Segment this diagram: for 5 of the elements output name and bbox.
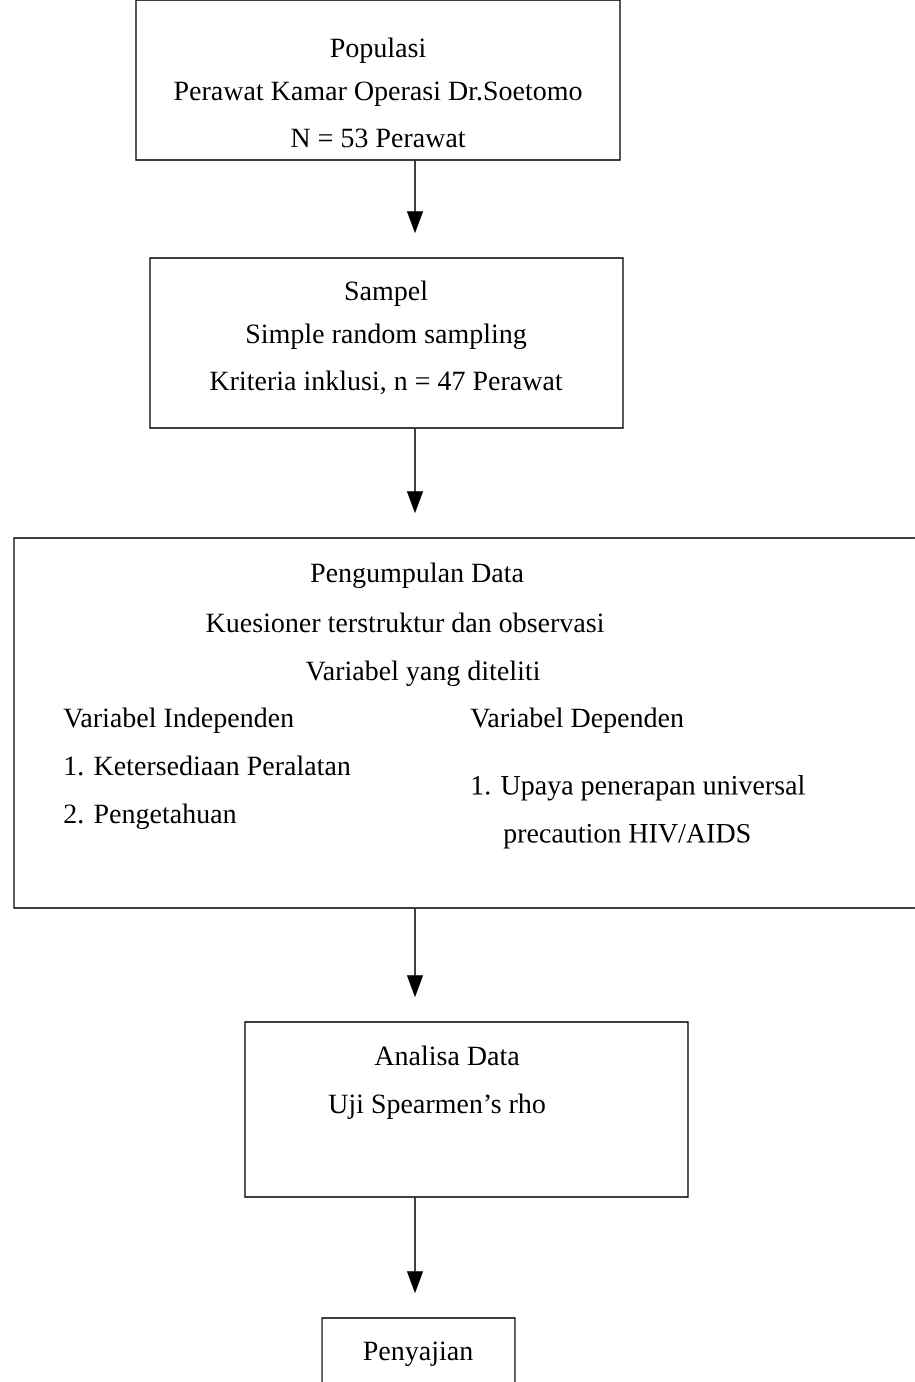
process-box: Penyajian (321, 1317, 516, 1382)
process-box: Analisa Data Uji Spearmen’s rho (244, 1021, 689, 1198)
process-box: Pengumpulan Data Kuesioner terstruktur dan observasi Variabel yang diteliti Variabel Independen 1. Ketersediaan Peralatan 2. Pengetahuan Variabel Dependen 1. Upaya penerapan universal precaution HIV/AIDS (13, 537, 915, 909)
process-box: Populasi Perawat Kamar Operasi Dr.Soetomo N = 53 Perawat (135, 0, 621, 161)
process-box: Sampel Simple random sampling Kriteria inklusi, n = 47 Perawat (149, 257, 624, 429)
